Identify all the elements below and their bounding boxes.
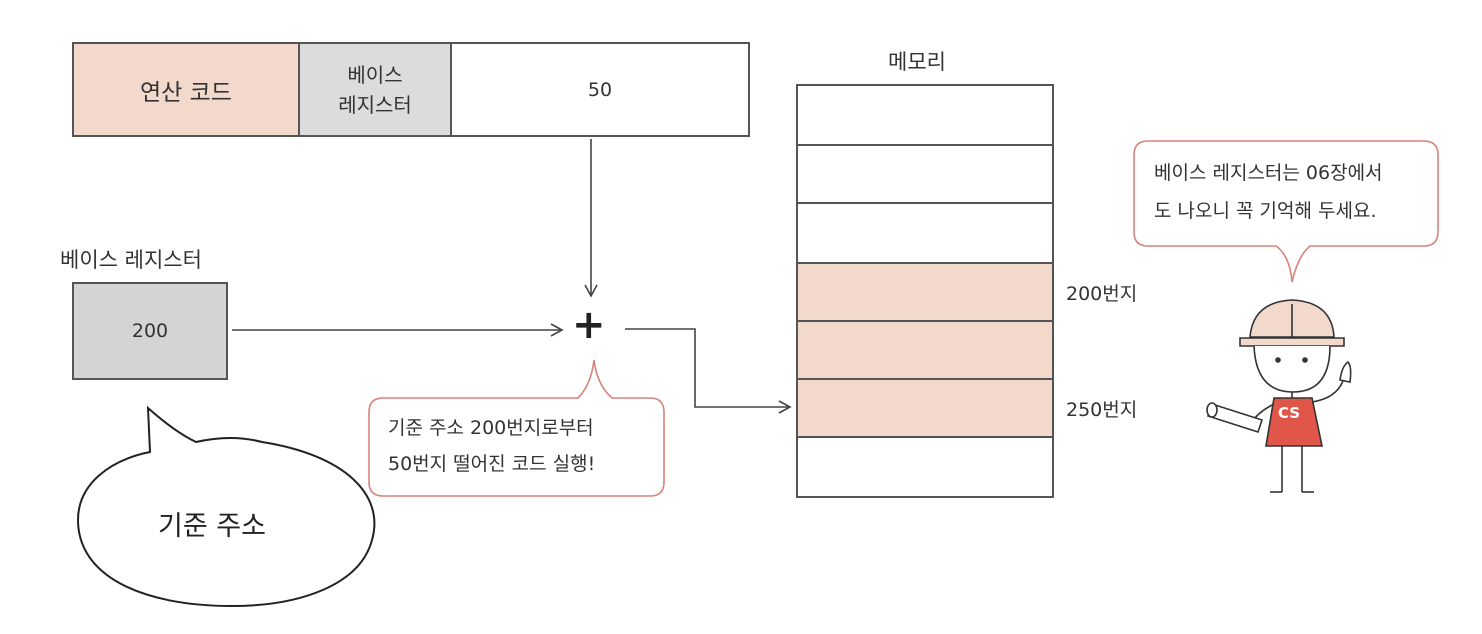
- arrow-plus-to-memory: [625, 328, 792, 414]
- speech-bubble: [76, 405, 376, 608]
- tip-callout-line1: 베이스 레지스터는 06장에서: [1154, 162, 1383, 184]
- plus-operator: +: [572, 302, 606, 348]
- memory-row: [798, 86, 1052, 144]
- memory-row: [798, 436, 1052, 496]
- operand-field: 50: [452, 44, 748, 135]
- shirt-label: CS: [1278, 404, 1301, 422]
- base-register-field: 베이스 레지스터: [300, 44, 452, 135]
- opcode-field: 연산 코드: [74, 44, 300, 135]
- calc-callout-line2: 50번지 떨어진 코드 실행!: [388, 453, 596, 475]
- base-register-field-line2: 레지스터: [338, 92, 412, 117]
- base-register-field-line1: 베이스: [347, 62, 403, 87]
- base-register-value: 200: [131, 320, 169, 342]
- calc-callout-bubble: [368, 359, 665, 497]
- memory-row-highlighted: [798, 262, 1052, 320]
- tip-callout-bubble: [1133, 140, 1439, 283]
- tip-callout-line2: 도 나오니 꼭 기억해 두세요.: [1154, 200, 1377, 222]
- memory-row-highlighted: [798, 378, 1052, 436]
- instruction-format: 연산 코드 베이스 레지스터 50: [72, 42, 750, 137]
- memory-row: [798, 202, 1052, 262]
- address-250: 250번지: [1066, 399, 1138, 421]
- speech-bubble-text: 기준 주소: [158, 511, 266, 542]
- calc-callout-line1: 기준 주소 200번지로부터: [388, 417, 594, 439]
- memory-row: [798, 144, 1052, 202]
- base-register-label: 베이스 레지스터: [60, 248, 202, 272]
- base-register-box: 200: [72, 282, 228, 380]
- tip-callout-text: 베이스 레지스터는 06장에서 도 나오니 꼭 기억해 두세요.: [1154, 154, 1383, 230]
- address-200: 200번지: [1066, 283, 1138, 305]
- memory-title: 메모리: [888, 50, 946, 74]
- calc-callout-text: 기준 주소 200번지로부터 50번지 떨어진 코드 실행!: [388, 410, 595, 482]
- cs-character: [1206, 299, 1352, 493]
- memory-row-highlighted: [798, 320, 1052, 378]
- memory-block: [796, 84, 1054, 498]
- shirt-icon: [1265, 397, 1323, 447]
